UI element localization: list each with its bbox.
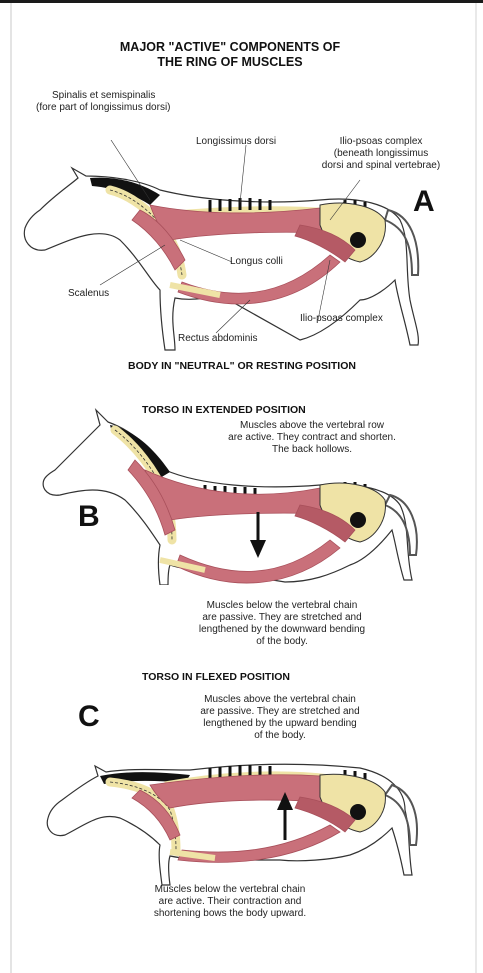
horse-illustration-c: [0, 752, 483, 892]
leader-scalenus: [100, 245, 165, 285]
panel-letter-c: C: [78, 700, 100, 734]
diagram-title-line2: THE RING OF MUSCLES: [60, 55, 400, 70]
text-extended-lower-line2: are passive. They are stretched and: [182, 612, 382, 624]
hip-joint-b: [350, 512, 366, 528]
horse-illustration-b: [0, 395, 483, 585]
text-flexed-lower-line1: Muscles below the vertebral chain: [125, 884, 335, 896]
top-border: [0, 0, 483, 3]
panel-letter-b: B: [78, 500, 100, 534]
leader-longissimus: [240, 145, 246, 203]
label-iliopsoas-top-line1: Ilio-psoas complex: [326, 136, 436, 148]
caption-neutral: BODY IN "NEUTRAL" OR RESTING POSITION: [128, 360, 356, 372]
hip-joint-a: [350, 232, 366, 248]
label-spinalis-line2: (fore part of longissimus dorsi): [36, 102, 171, 114]
label-iliopsoas-top-line3: dorsi and spinal vertebrae): [316, 160, 446, 172]
label-iliopsoas-bottom: Ilio-psoas complex: [300, 313, 383, 325]
label-longus-colli: Longus colli: [230, 256, 283, 268]
tail-a: [385, 210, 418, 275]
text-flexed-upper-line1: Muscles above the vertebral chain: [180, 694, 380, 706]
label-scalenus: Scalenus: [68, 288, 109, 300]
label-spinalis-line1: Spinalis et semispinalis: [52, 90, 155, 102]
text-flexed-lower-line2: are active. Their contraction and: [125, 896, 335, 908]
heading-flexed: TORSO IN FLEXED POSITION: [142, 671, 290, 683]
label-iliopsoas-top-line2: (beneath longissimus: [326, 148, 436, 160]
text-flexed-upper-line3: lengthened by the upward bending: [180, 718, 380, 730]
tail-b: [385, 495, 417, 555]
leader-rectus: [216, 300, 250, 333]
leader-longus-colli: [180, 240, 232, 262]
label-rectus-abdominis: Rectus abdominis: [178, 333, 257, 345]
text-extended-lower-line4: of the body.: [182, 636, 382, 648]
panel-letter-a: A: [413, 185, 435, 219]
diagram-title-line1: MAJOR "ACTIVE" COMPONENTS OF: [60, 40, 400, 55]
text-extended-lower-line1: Muscles below the vertebral chain: [182, 600, 382, 612]
down-arrow-b: [250, 512, 266, 558]
text-flexed-lower-line3: shortening bows the body upward.: [125, 908, 335, 920]
label-longissimus: Longissimus dorsi: [196, 136, 276, 148]
text-extended-lower-line3: lengthened by the downward bending: [182, 624, 382, 636]
text-flexed-upper-line2: are passive. They are stretched and: [180, 706, 380, 718]
text-flexed-upper-line4: of the body.: [180, 730, 380, 742]
